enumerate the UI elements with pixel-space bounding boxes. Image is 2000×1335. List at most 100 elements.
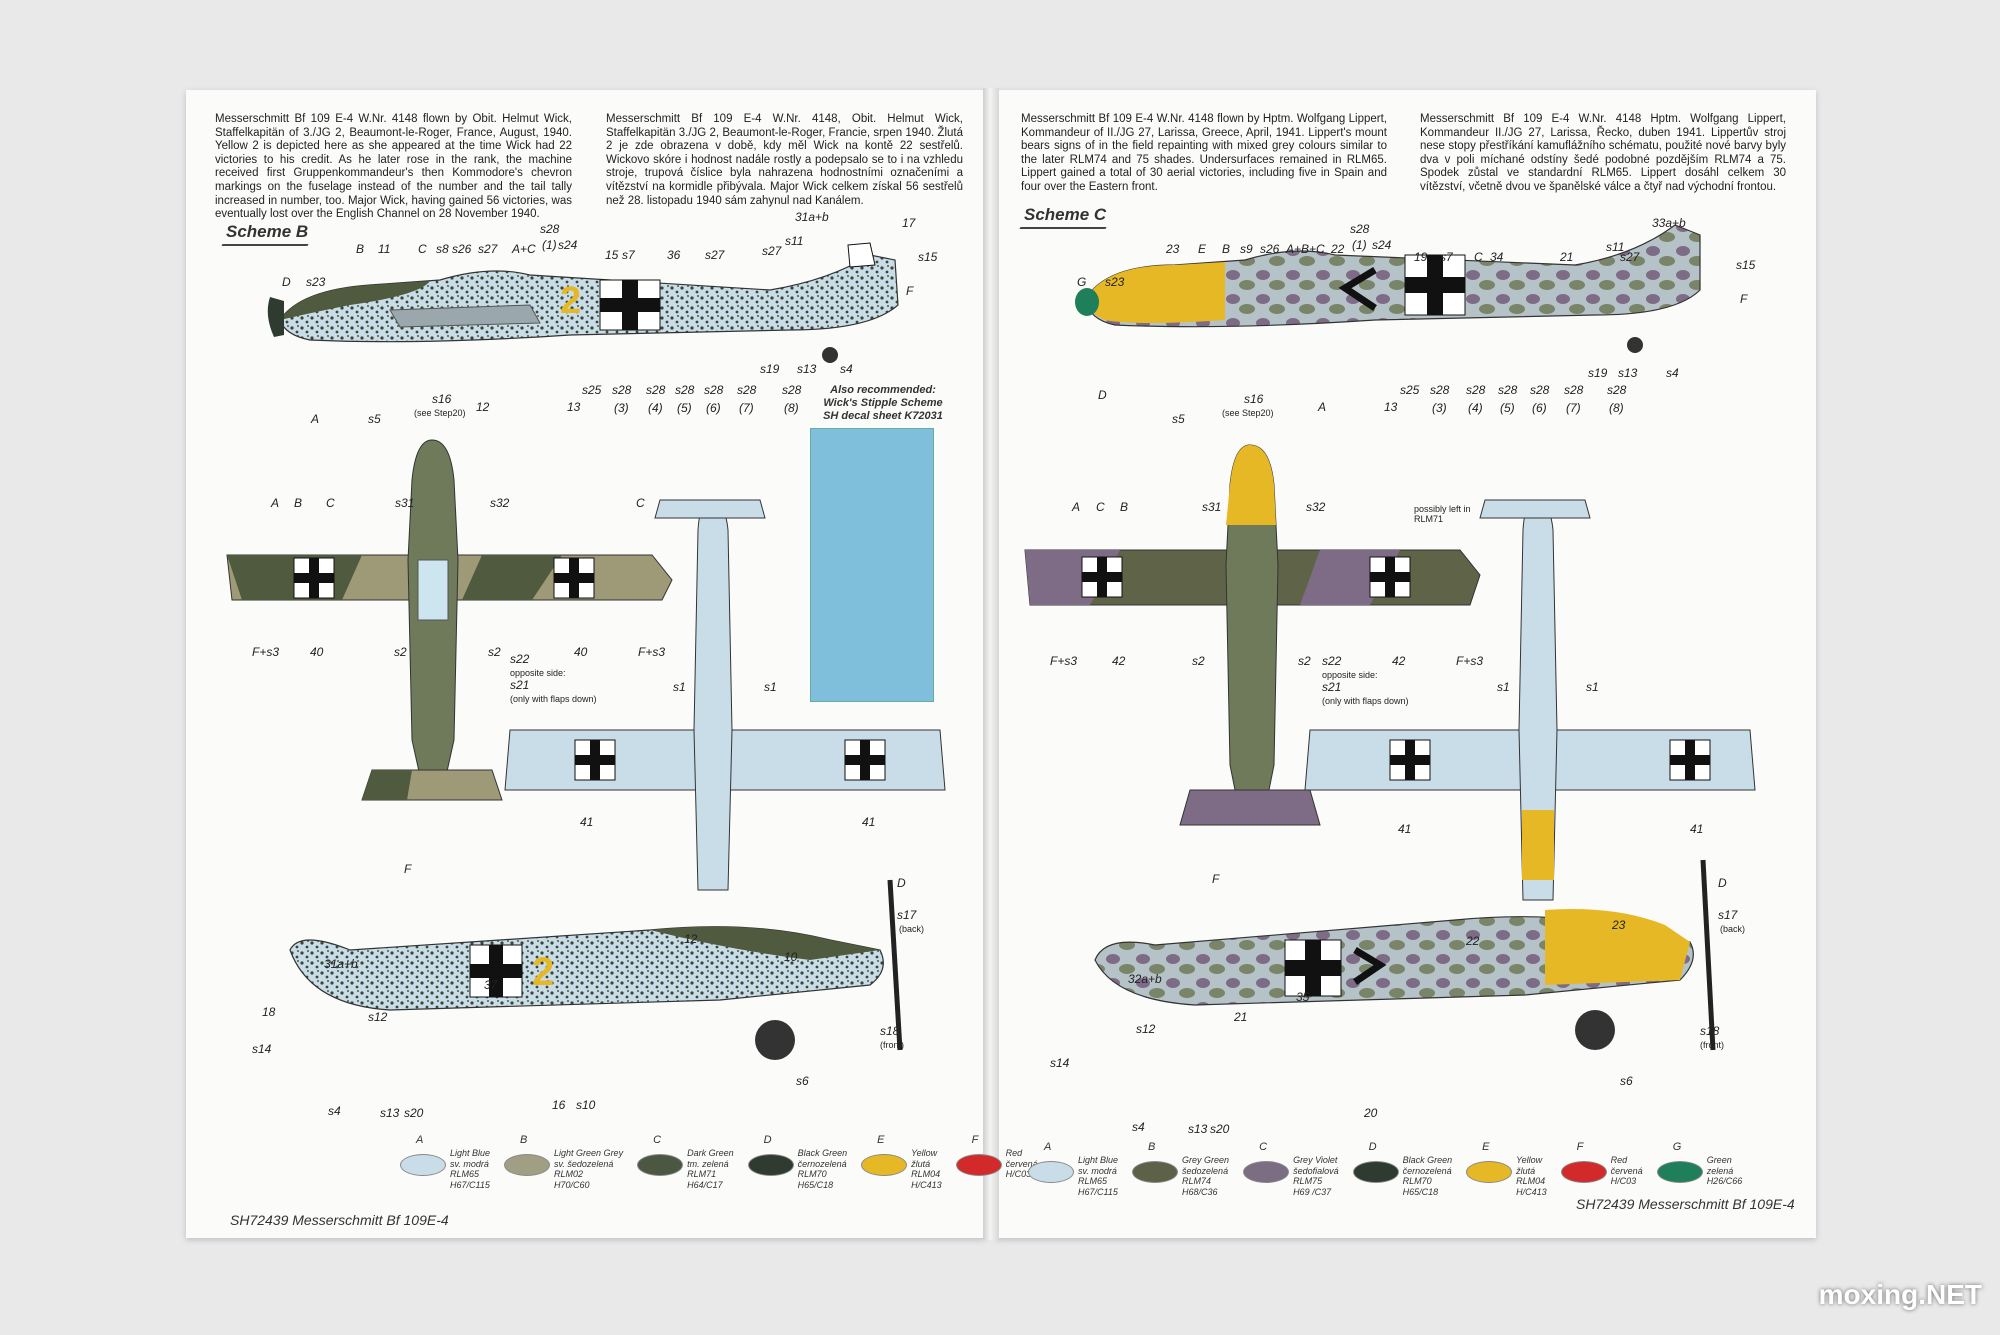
label: s31 <box>395 496 415 510</box>
swatch-color <box>637 1154 684 1176</box>
label: s13 <box>380 1106 400 1120</box>
label: s27 <box>478 242 498 256</box>
label: s28 <box>1466 383 1486 397</box>
label: s12 <box>1136 1022 1156 1036</box>
label: s9 <box>1240 242 1253 256</box>
label: F+s3 <box>1456 654 1484 668</box>
label: (front) <box>880 1040 905 1050</box>
label: 11 <box>378 242 391 256</box>
label: s16 <box>432 392 452 406</box>
label: 19 <box>1414 250 1428 264</box>
label: s27 <box>705 248 725 262</box>
recommend-line-1: Also recommended: <box>830 384 936 396</box>
label: 42 <box>1112 654 1126 668</box>
label: s25 <box>582 383 602 397</box>
label: s7 <box>1440 250 1453 264</box>
label: 20 <box>1364 1106 1378 1120</box>
label: 41 <box>1690 822 1704 836</box>
swatch-color <box>1560 1161 1607 1183</box>
label: s28 <box>1430 383 1450 397</box>
swatch-letter: A <box>1044 1141 1052 1153</box>
label: s8 <box>436 242 449 256</box>
label: s26 <box>452 242 472 256</box>
label: (7) <box>1566 401 1581 415</box>
label: s32 <box>1306 500 1326 514</box>
label: s15 <box>1736 258 1756 272</box>
label: 16 <box>552 1098 566 1112</box>
label: s17 <box>1718 908 1738 922</box>
label: s28 <box>540 222 560 236</box>
label: (see Step20) <box>414 408 466 418</box>
label: 33a+b <box>1652 216 1686 230</box>
right-description-cz: Messerschmitt Bf 109 E-4 W.Nr. 4148 Hptm… <box>1420 113 1786 193</box>
label: 15 <box>605 248 619 262</box>
label: 12 <box>476 400 490 414</box>
label: s7 <box>622 248 635 262</box>
label: D <box>1098 388 1107 402</box>
label: (5) <box>1500 401 1515 415</box>
label: s2 <box>1298 654 1311 668</box>
label: 31a+b <box>324 957 358 971</box>
swatch-color <box>1656 1161 1703 1183</box>
swatch-letter: E <box>877 1134 885 1146</box>
label: s6 <box>1620 1074 1633 1088</box>
label: C <box>1474 250 1483 264</box>
label: s28 <box>704 383 724 397</box>
label: (see Step20) <box>1222 408 1274 418</box>
label: A <box>1072 500 1081 514</box>
label: D <box>897 876 906 890</box>
label: s28 <box>1564 383 1584 397</box>
label: (back) <box>1720 924 1746 934</box>
label: s22 <box>1322 654 1342 668</box>
label: 22 <box>1466 934 1480 948</box>
label: F <box>1740 292 1748 306</box>
left-description-en: Messerschmitt Bf 109 E-4 W.Nr. 4148 flow… <box>215 113 572 221</box>
label: s21 <box>1322 680 1342 694</box>
label: s21 <box>510 678 530 692</box>
label: D <box>282 275 291 289</box>
label: s26 <box>1260 242 1280 256</box>
swatch-letter: E <box>1482 1141 1490 1153</box>
label: s25 <box>1400 383 1420 397</box>
label: 40 <box>310 645 324 659</box>
label: (8) <box>784 401 799 415</box>
swatch-letter: D <box>763 1134 772 1146</box>
label: 35 <box>1296 990 1310 1004</box>
label: A+B+C <box>1286 242 1325 256</box>
label: B <box>1222 242 1231 256</box>
label: 23 <box>1612 918 1626 932</box>
label: s18 <box>880 1024 900 1038</box>
label: s28 <box>646 383 666 397</box>
label: s28 <box>782 383 802 397</box>
label: s19 <box>1588 366 1608 380</box>
label: s4 <box>328 1104 341 1118</box>
scheme-c-heading: Scheme C <box>1024 205 1107 224</box>
right-footer: SH72439 Messerschmitt Bf 109E-4 <box>1576 1196 1795 1212</box>
label: s23 <box>306 275 326 289</box>
swatch-letter: F <box>1576 1141 1584 1153</box>
swatch-color <box>861 1154 908 1176</box>
label: C <box>1096 500 1105 514</box>
label: s22 <box>510 652 530 666</box>
swatch-color <box>400 1154 446 1176</box>
label: s2 <box>1192 654 1205 668</box>
label: s1 <box>1497 680 1510 694</box>
label: (back) <box>899 924 925 934</box>
label: s4 <box>1132 1120 1145 1134</box>
label: s20 <box>404 1106 424 1120</box>
label: F+s3 <box>252 645 280 659</box>
label: s4 <box>840 362 853 376</box>
label: s13 <box>1188 1122 1208 1136</box>
